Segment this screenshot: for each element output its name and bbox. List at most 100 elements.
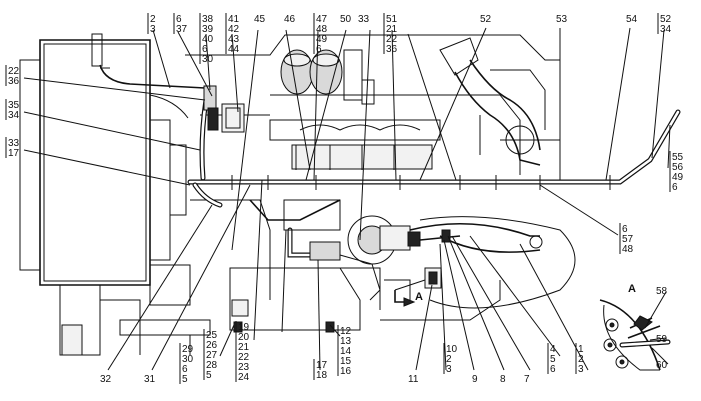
- callout-g-45: 45: [254, 14, 266, 25]
- callout-number: 15: [340, 356, 352, 367]
- detail-view-a: [599, 299, 671, 371]
- callout-number: 16: [340, 366, 352, 377]
- callout-number: 6: [202, 44, 208, 55]
- callout-number: 6: [550, 364, 556, 375]
- callout-number: 12: [340, 326, 352, 337]
- callout-number: 4: [550, 344, 556, 355]
- callout-g-1-2-3: 123: [575, 343, 584, 375]
- callout-number: 9: [472, 374, 478, 385]
- callout-number: 22: [238, 352, 250, 363]
- callout-number: 48: [622, 244, 634, 255]
- callout-number: 32: [100, 374, 112, 385]
- callout-number: 52: [480, 14, 492, 25]
- callout-number: 26: [206, 340, 218, 351]
- callout-number: 21: [386, 24, 398, 35]
- callout-number: 3: [578, 364, 584, 375]
- callout-number: 33: [358, 14, 370, 25]
- callout-number: 37: [176, 24, 188, 35]
- callout-number: 20: [238, 332, 250, 343]
- callout-number: 6: [182, 364, 188, 375]
- callout-g-8: 8: [500, 374, 506, 385]
- callout-number: 60: [656, 360, 668, 371]
- air-filters: [280, 49, 375, 105]
- callout-g-58: 58: [656, 286, 668, 297]
- engine-block: [19, 33, 211, 356]
- callout-number: 11: [408, 374, 419, 385]
- callout-number: 6: [672, 182, 678, 193]
- callout-number: 50: [340, 14, 352, 25]
- callout-g-59: 59: [656, 334, 668, 345]
- callout-number: 58: [656, 286, 668, 297]
- detail-view-label: A: [628, 283, 636, 295]
- callout-g-60: 60: [656, 360, 668, 371]
- callout-number: 30: [202, 54, 214, 65]
- connector-bracket: [394, 267, 442, 307]
- callout-number: 6: [316, 44, 322, 55]
- callout-number: 1: [578, 344, 584, 355]
- intake-ducting: [439, 37, 546, 166]
- callout-number: 27: [206, 350, 218, 361]
- callout-number: 19: [238, 322, 250, 333]
- callout-number: 2: [578, 354, 584, 365]
- callout-number: 13: [340, 336, 352, 347]
- callout-number: 28: [206, 360, 218, 371]
- breather-tube: [99, 64, 245, 133]
- callout-number: 21: [238, 342, 250, 353]
- main-pipe: [187, 97, 681, 208]
- callout-number: 59: [656, 334, 668, 345]
- callout-number: 57: [622, 234, 634, 245]
- callout-number: 10: [446, 344, 458, 355]
- callout-number: 55: [672, 152, 684, 163]
- callout-number: 3: [446, 364, 452, 375]
- callout-g-54: 54: [626, 14, 638, 25]
- callout-number: 42: [228, 24, 240, 35]
- callout-number: 31: [144, 374, 156, 385]
- callout-number: 17: [8, 148, 20, 159]
- callout-number: 25: [206, 330, 218, 341]
- callout-number: 34: [660, 24, 672, 35]
- callout-number: 47: [316, 14, 328, 25]
- callout-number: 34: [8, 110, 20, 121]
- callout-number: 8: [500, 374, 506, 385]
- callout-number: 2: [150, 14, 156, 25]
- callout-g-50: 50: [340, 14, 352, 25]
- callout-g-32: 32: [100, 374, 112, 385]
- callout-number: 7: [524, 374, 530, 385]
- callout-g-53: 53: [556, 14, 568, 25]
- callout-number: 24: [238, 372, 250, 383]
- callout-number: 56: [672, 162, 684, 173]
- callout-number: 6: [176, 14, 182, 25]
- callout-number: 30: [182, 354, 194, 365]
- callout-g-31: 31: [144, 374, 156, 385]
- callout-g-52top: 52: [480, 14, 492, 25]
- callout-number: 22: [386, 34, 398, 45]
- callout-number: 14: [340, 346, 352, 357]
- callout-number: 5: [206, 370, 212, 381]
- callout-g-6-37: 637: [173, 13, 188, 35]
- callout-g-46: 46: [284, 14, 296, 25]
- callout-number: 52: [660, 14, 672, 25]
- callout-number: 29: [182, 344, 194, 355]
- callout-g-7: 7: [524, 374, 530, 385]
- callout-g-9: 9: [472, 374, 478, 385]
- callout-number: 2: [446, 354, 452, 365]
- callout-number: 41: [228, 14, 240, 25]
- view-arrow-label: A: [415, 291, 423, 303]
- callout-number: 54: [626, 14, 638, 25]
- callout-number: 53: [556, 14, 568, 25]
- pump-unit: [339, 215, 543, 301]
